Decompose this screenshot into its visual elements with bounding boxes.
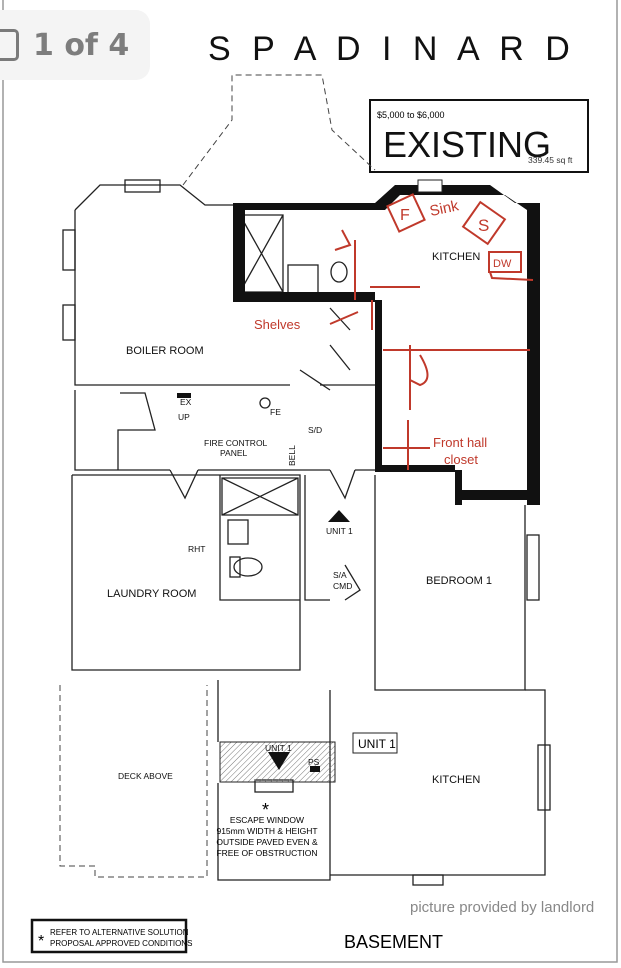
- escape-line-1: ESCAPE WINDOW: [230, 815, 304, 825]
- room-kitchen-lower: KITCHEN: [432, 774, 480, 786]
- dishwasher-annotation: DW: [493, 258, 512, 270]
- escape-line-2: 915mm WIDTH & HEIGHT: [216, 826, 317, 836]
- room-bedroom: BEDROOM 1: [426, 575, 492, 587]
- unit-1-marker-label: UNIT 1: [326, 526, 353, 536]
- unit-1-window-marker-icon: [268, 752, 290, 770]
- note-line-2: PROPOSAL APPROVED CONDITIONS: [50, 939, 192, 948]
- room-deck: DECK ABOVE: [118, 771, 173, 781]
- svg-text:*: *: [38, 933, 44, 950]
- closet-annotation-1: Front hall: [433, 435, 487, 450]
- shelves-annotation: Shelves: [254, 317, 301, 332]
- status-title: EXISTING: [383, 124, 551, 165]
- room-kitchen-upper: KITCHEN: [432, 251, 480, 263]
- rht-label: RHT: [188, 544, 205, 554]
- sa-label: S/A: [333, 570, 347, 580]
- stove-annotation: S: [478, 216, 489, 235]
- fridge-annotation: F: [400, 207, 410, 224]
- ps-icon: [310, 766, 320, 772]
- note-box: * REFER TO ALTERNATIVE SOLUTION PROPOSAL…: [30, 918, 192, 954]
- level-label: BASEMENT: [344, 932, 443, 952]
- watermark: picture provided by landlord: [410, 899, 594, 916]
- page-indicator: 1 of 4: [33, 27, 130, 63]
- page-icon: [0, 29, 19, 61]
- escape-window-note: ESCAPE WINDOW 915mm WIDTH & HEIGHT OUTSI…: [216, 815, 318, 858]
- room-laundry: LAUNDRY ROOM: [107, 588, 196, 600]
- escape-line-4: FREE OF OBSTRUCTION: [216, 848, 317, 858]
- unit-1-window-label: UNIT 1: [265, 743, 292, 753]
- sd-label: S/D: [308, 425, 322, 435]
- escape-line-3: OUTSIDE PAVED EVEN &: [216, 837, 318, 847]
- cmd-label: CMD: [333, 581, 352, 591]
- area: 339.45 sq ft: [528, 155, 573, 165]
- status-box: $5,000 to $6,000 EXISTING 339.45 sq ft: [369, 99, 589, 173]
- page-indicator-badge[interactable]: 1 of 4: [0, 10, 150, 80]
- room-boiler: BOILER ROOM: [126, 345, 204, 357]
- note-line-1: REFER TO ALTERNATIVE SOLUTION: [50, 928, 189, 937]
- ex-label: EX: [180, 397, 192, 407]
- up-label: UP: [178, 412, 190, 422]
- fe-label: FE: [270, 407, 281, 417]
- unit-walls: [233, 179, 540, 505]
- escape-asterisk-icon: *: [262, 800, 269, 820]
- exit-sign-icon: [177, 393, 191, 398]
- panel-label: PANEL: [220, 448, 248, 458]
- price-range: $5,000 to $6,000: [377, 110, 445, 120]
- unit-1-box-label: UNIT 1: [358, 737, 396, 751]
- sink-annotation: Sink: [428, 197, 461, 220]
- deck-outline: [59, 685, 208, 878]
- bell-label: BELL: [287, 445, 297, 466]
- closet-annotation-2: closet: [444, 452, 478, 467]
- fire-extinguisher-icon: [259, 397, 271, 409]
- escape-window-well: [219, 741, 336, 783]
- ps-label: PS: [308, 757, 320, 767]
- handwritten-annotations: F Sink S DW Shelves Front hall closet: [254, 193, 534, 470]
- unit-1-entrance-icon: [328, 510, 350, 522]
- dashed-bay-outline: [182, 74, 376, 186]
- street-name: S P A D I N A R D: [208, 30, 576, 68]
- fire-control-label: FIRE CONTROL: [204, 438, 268, 448]
